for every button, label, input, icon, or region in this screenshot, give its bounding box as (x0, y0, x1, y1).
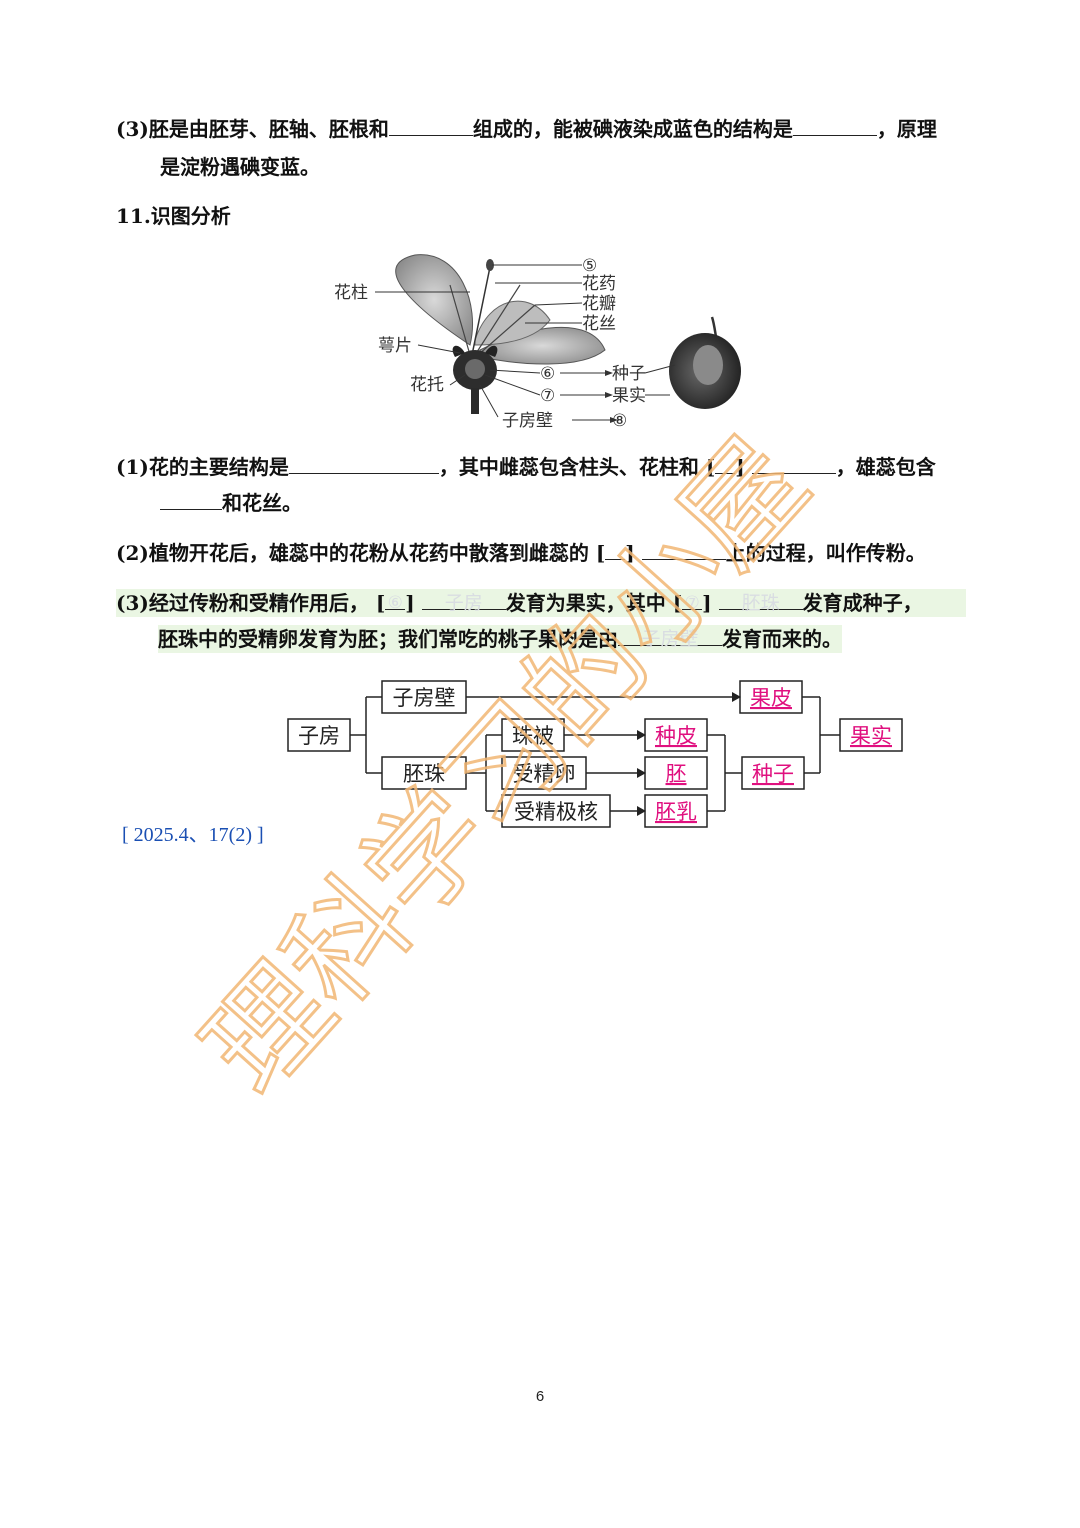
label-huayao: 花药 (582, 274, 616, 294)
page-number: 6 (535, 1388, 545, 1405)
q11-title: 11.识图分析 (116, 204, 231, 228)
blank (388, 115, 473, 136)
petal-back (474, 300, 551, 346)
node-guopi: 果皮 (750, 686, 792, 710)
label-huazhu: 花柱 (334, 283, 368, 303)
label-esp: 萼片 (378, 336, 412, 356)
q3-line1: (3)胚是由胚芽、胚轴、胚根和组成的，能被碘液染成蓝色的结构是，原理 (116, 115, 937, 141)
label-n6: ⑥ (540, 364, 555, 384)
flower-figure: 花柱 萼片 花托 ⑤ 花药 花瓣 花丝 ⑥ ⑦ 子房壁 ⑧ 种子 果实 (334, 254, 741, 431)
q11-p1-line2: 和花丝。 (160, 489, 302, 517)
answer-blank: 子房 (421, 589, 506, 614)
blank (792, 115, 877, 136)
node-peiru: 胚乳 (655, 800, 697, 824)
node-guoshi: 果实 (850, 724, 892, 748)
node-zifangbi: 子房壁 (393, 686, 456, 710)
bracket-blank: [] (705, 455, 745, 479)
q11-p3-line1: (3)经过传粉和受精作用后， [⑥] 子房发育为果实，其中 [⑦] 胚珠发育成种… (116, 589, 966, 617)
q11-p3-line2: 胚珠中的受精卵发育为胚；我们常吃的桃子果肉是由子房壁发育而来的。 (158, 625, 842, 653)
q11-p2: (2)植物开花后，雄蕊中的花粉从花药中散落到雌蕊的 [] 上的过程，叫作传粉。 (116, 539, 926, 565)
reference-tag: [ 2025.4、17(2) ] (122, 824, 264, 846)
blank (288, 453, 439, 474)
label-n7: ⑦ (540, 386, 555, 406)
node-zhongzi: 种子 (752, 762, 794, 786)
node-zhongpi: 种皮 (655, 724, 697, 748)
label-zifangbi: 子房壁 (502, 411, 553, 431)
node-peizhu: 胚珠 (403, 762, 445, 786)
node-zifang: 子房 (298, 724, 340, 748)
label-guoshi: 果实 (612, 386, 646, 406)
node-pei: 胚 (666, 762, 687, 786)
label-huasi: 花丝 (582, 314, 616, 334)
blank (160, 489, 222, 510)
node-zhubei: 珠被 (512, 724, 554, 748)
blank (751, 453, 836, 474)
answer-blank: 子房壁 (618, 625, 722, 650)
label-n5: ⑤ (582, 256, 597, 276)
q11-p1-line1: (1)花的主要结构是，其中雌蕊包含柱头、花柱和 [] ，雄蕊包含 (116, 453, 936, 479)
bracket-answer: [⑦] (672, 591, 712, 615)
node-shoujingluan: 受精卵 (513, 762, 576, 786)
label-huaban: 花瓣 (582, 294, 616, 314)
label-n8: ⑧ (612, 411, 627, 431)
answer-blank: 胚珠 (718, 589, 803, 614)
development-diagram: 子房 子房壁 胚珠 珠被 受精卵 受精极核 果皮 种皮 胚 胚乳 种子 果实 (287, 680, 903, 828)
q3-line2: 是淀粉遇碘变蓝。 (160, 155, 320, 179)
node-shoujingjihe: 受精极核 (514, 800, 598, 824)
petal-left (395, 254, 474, 346)
label-zhongzi: 种子 (612, 364, 646, 384)
label-huatuo: 花托 (410, 375, 444, 395)
bracket-answer: [⑥] (375, 591, 415, 615)
bracket-blank: [] (595, 541, 635, 565)
blank (641, 539, 726, 560)
